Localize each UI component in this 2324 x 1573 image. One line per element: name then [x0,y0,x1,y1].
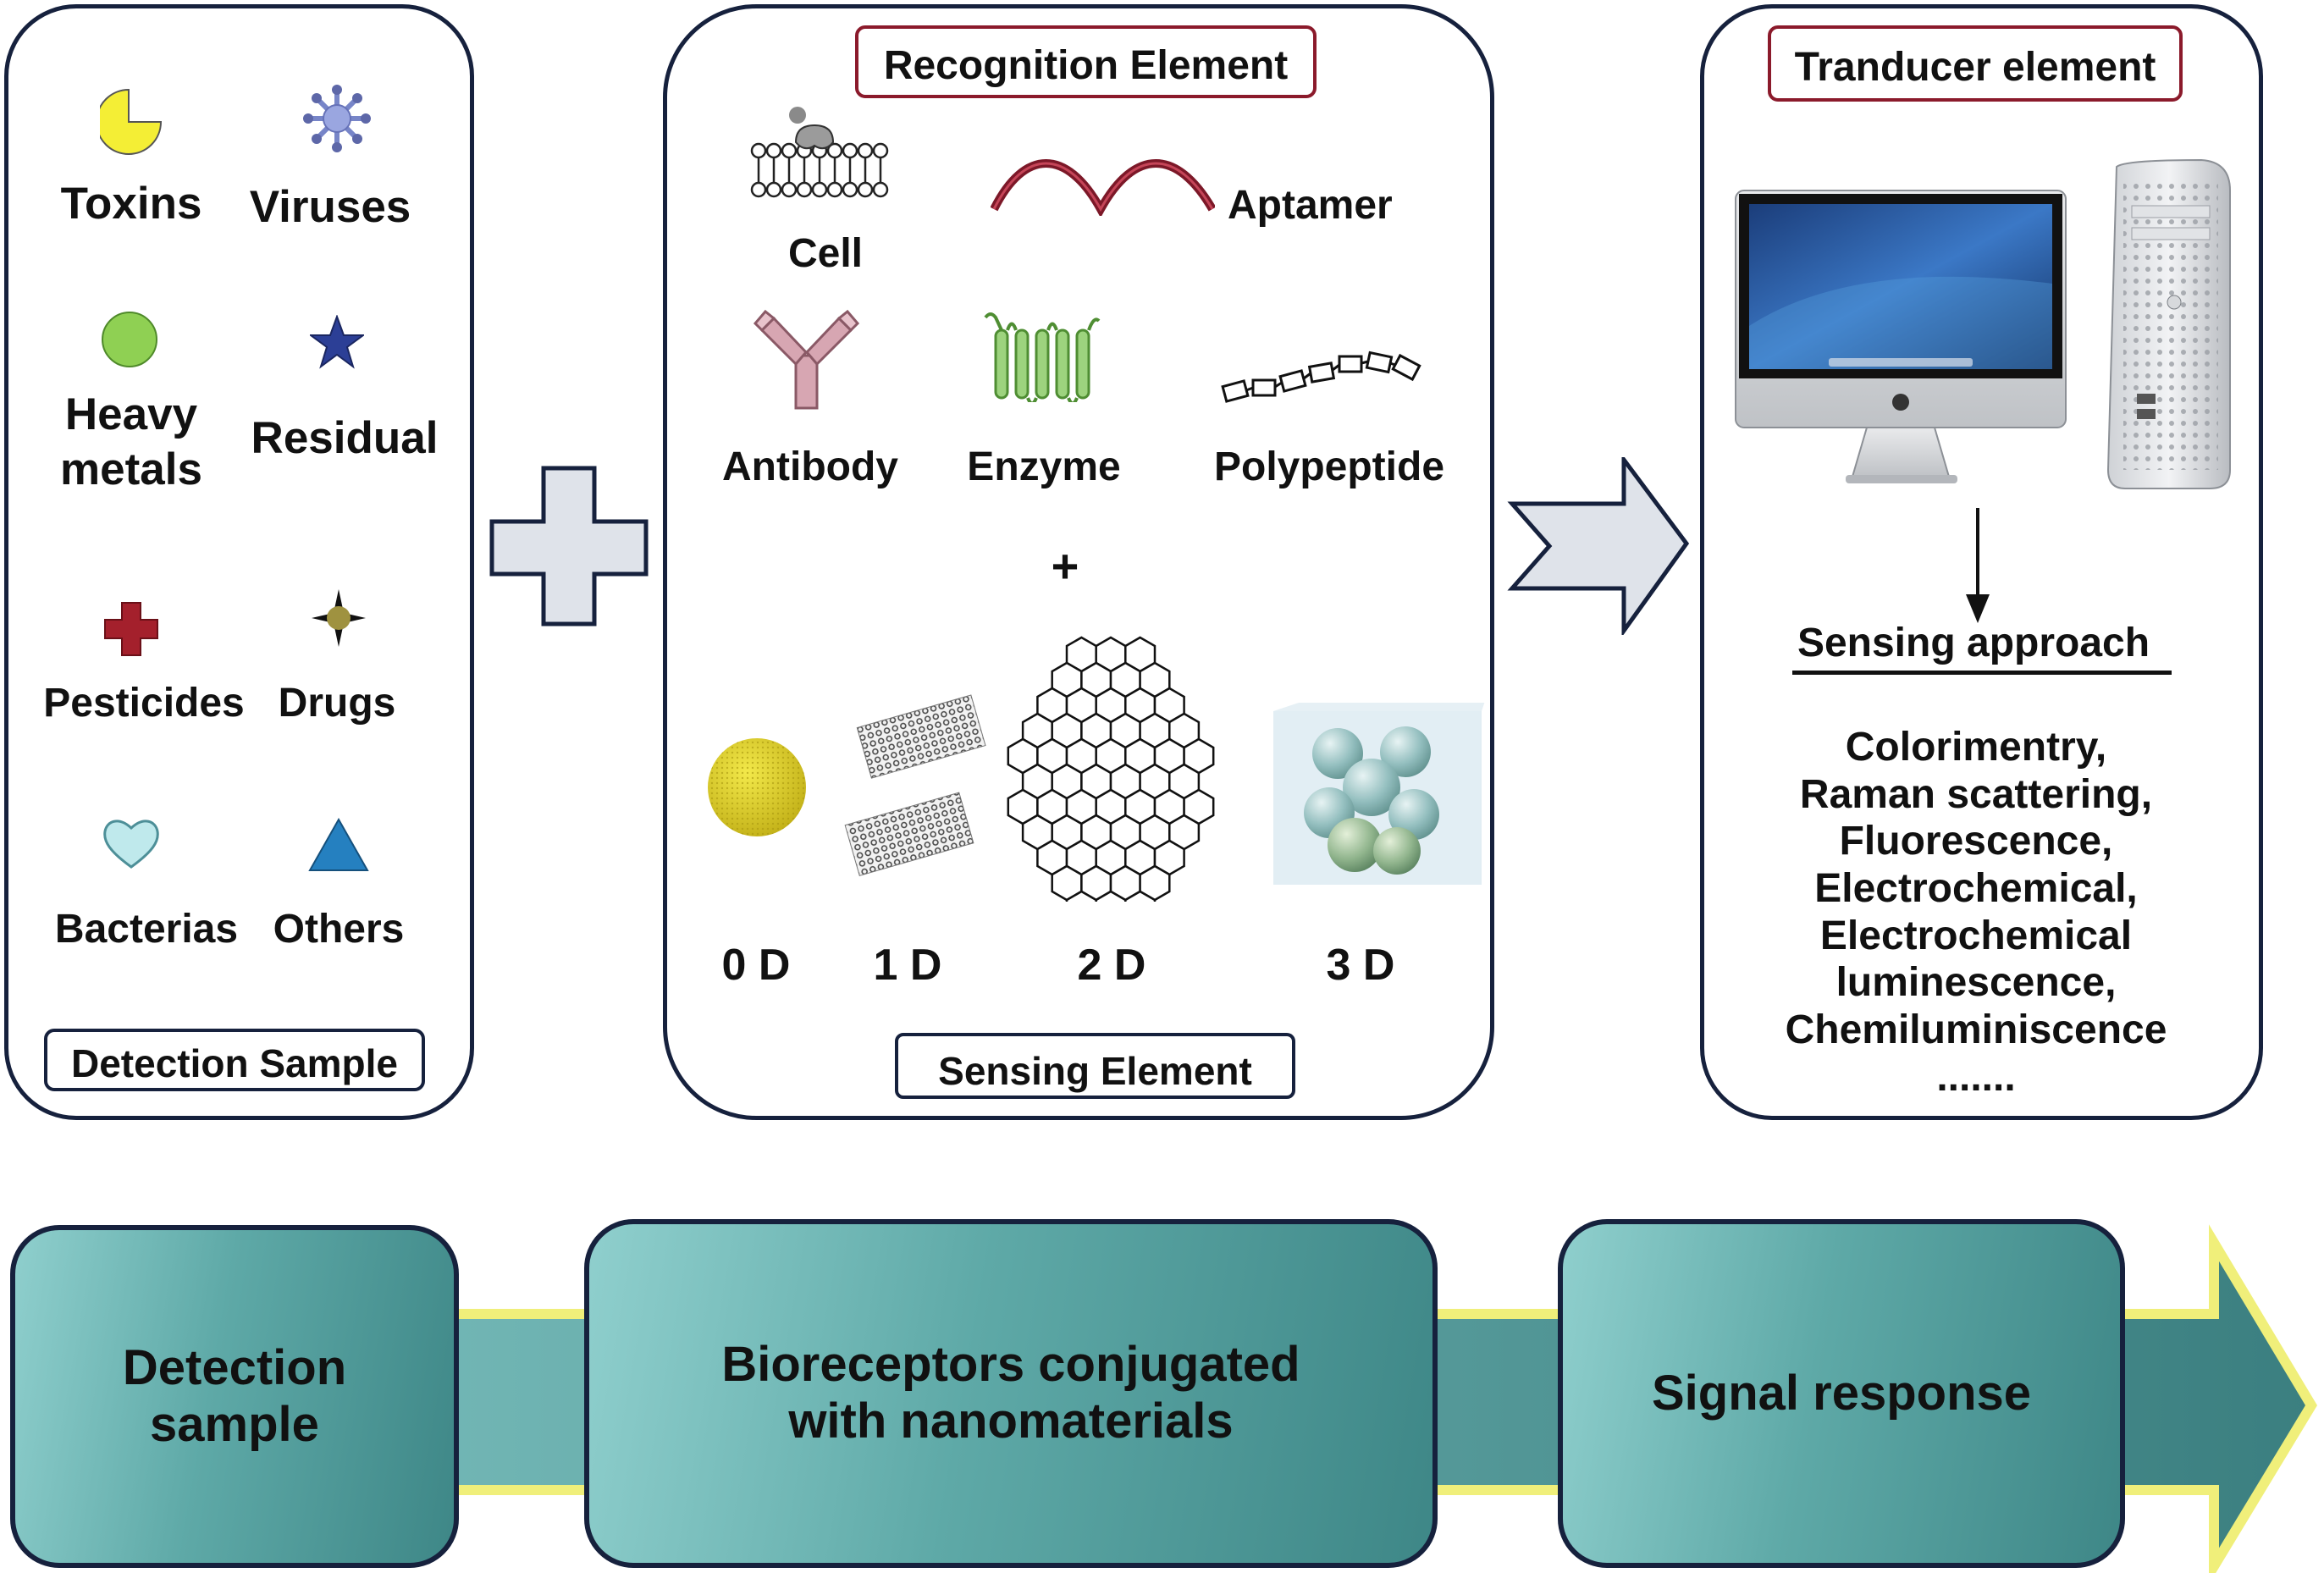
polypeptide-icon [1221,350,1421,403]
3d-framework-icon [1273,703,1485,885]
sensing-approach-title: Sensing approach [1797,621,2150,665]
chevron-right-icon [1507,457,1690,635]
bacteria-heart-icon [103,820,159,869]
others-triangle-icon [308,818,369,871]
sensing-element-panel [663,4,1494,1120]
pesticide-cross-icon [104,602,158,656]
drugs-label: Drugs [278,681,396,726]
enzyme-icon [984,312,1101,402]
transducer-element-label: Tranducer element [1768,25,2183,102]
residual-label: Residual [251,413,439,463]
flow-step-signal-response: Signal response [1558,1219,2125,1568]
polypeptide-label: Polypeptide [1213,444,1445,489]
aptamer-icon [991,159,1215,216]
detection-sample-label: Detection Sample [44,1029,425,1091]
viruses-label: Viruses [249,182,411,232]
computer-icon [1735,158,2231,489]
pesticides-label: Pesticides [43,681,245,726]
2d-label: 2 D [1077,941,1146,990]
aptamer-label: Aptamer [1228,183,1393,228]
antibody-label: Antibody [722,444,898,489]
3d-label: 3 D [1326,941,1395,990]
1d-label: 1 D [873,941,942,990]
drug-icon [312,589,366,647]
flow-step-detection-sample: Detection sample [10,1225,459,1568]
bacterias-label: Bacterias [54,907,239,952]
1d-nanosheet-icon [844,694,986,876]
sensing-element-label: Sensing Element [895,1033,1295,1099]
sensing-methods-list: Colorimentry, Raman scattering, Fluoresc… [1785,725,2167,1100]
down-arrow-icon [1966,508,1990,623]
flow-step-bioreceptors: Bioreceptors conjugated with nanomateria… [584,1219,1438,1568]
cell-label: Cell [787,231,864,276]
antibody-icon [754,309,859,410]
toxin-icon [100,88,163,155]
plus-sign-icon [489,466,649,626]
plus-label: + [1051,539,1079,593]
heavy-metals-label: Heavy metals [60,389,202,494]
residual-star-icon [310,315,364,369]
cell-icon [750,107,889,198]
0d-label: 0 D [721,941,791,990]
heavy-metal-icon [102,312,157,367]
recognition-element-label: Recognition Element [855,25,1317,98]
sensing-approach-underline [1792,671,2172,675]
flow-step-label: Detection sample [122,1339,347,1452]
flow-step-label: Bioreceptors conjugated with nanomateria… [721,1337,1300,1449]
graphene-hexagon [1124,890,1156,902]
virus-icon [303,85,371,152]
flow-step-label: Signal response [1651,1365,2032,1421]
2d-graphene-icon [1007,636,1215,902]
0d-nanoparticle-icon [708,738,806,836]
toxins-label: Toxins [60,179,202,229]
detection-sample-panel [4,4,474,1120]
enzyme-label: Enzyme [967,444,1121,489]
others-label: Others [273,907,405,952]
